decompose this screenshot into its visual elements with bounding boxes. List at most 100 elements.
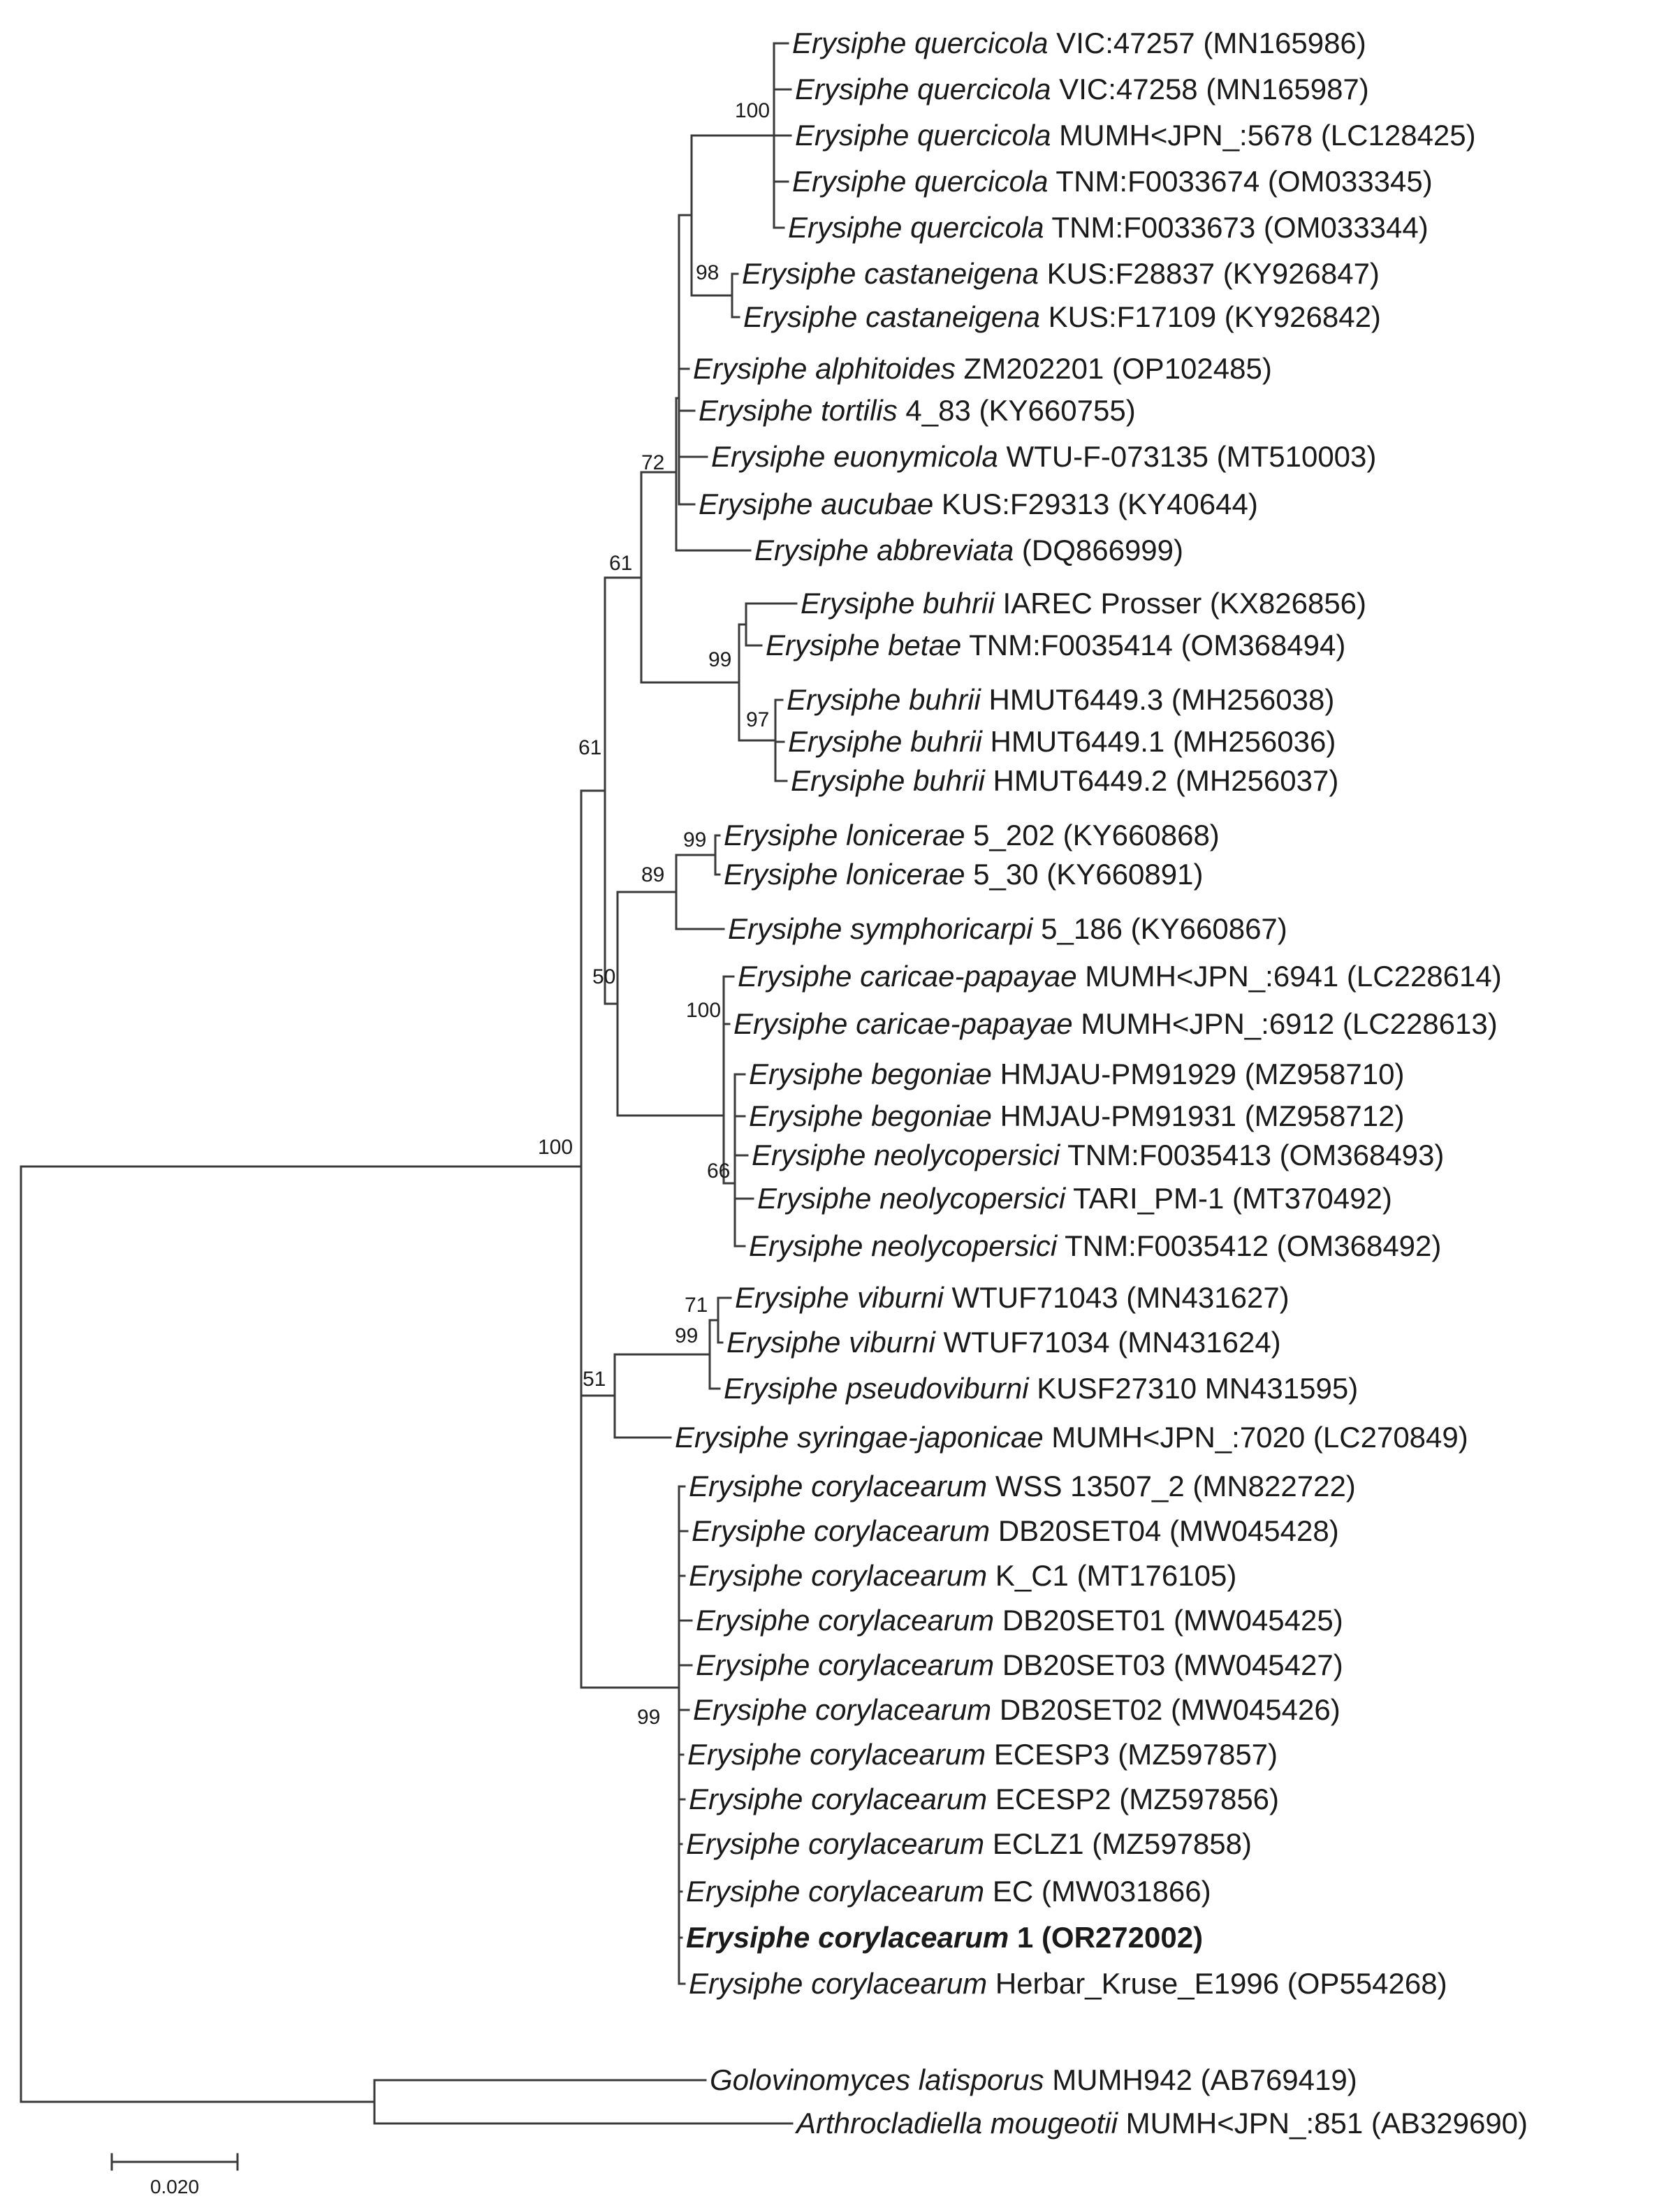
taxon-species-name: Erysiphe quercicola	[788, 211, 1044, 244]
taxon-label: Erysiphe quercicola VIC:47258 (MN165987)	[795, 73, 1369, 105]
bootstrap-value: 66	[707, 1160, 730, 1183]
taxon-species-name: Erysiphe neolycopersici	[757, 1182, 1067, 1215]
taxon-label: Erysiphe neolycopersici TARI_PM-1 (MT370…	[757, 1182, 1392, 1215]
taxon-label: Erysiphe corylacearum ECESP3 (MZ597857)	[687, 1738, 1278, 1771]
taxon-strain-accession: 5_30 (KY660891)	[965, 858, 1204, 891]
taxon-strain-accession: TNM:F0035413 (OM368493)	[1060, 1139, 1444, 1171]
taxon-species-name: Erysiphe aucubae	[699, 488, 933, 520]
taxon-species-name: Erysiphe viburni	[735, 1281, 944, 1314]
taxon-label: Erysiphe pseudoviburni KUSF27310 MN43159…	[724, 1372, 1358, 1405]
taxon-strain-accession: HMJAU-PM91931 (MZ958712)	[992, 1099, 1405, 1132]
taxon-strain-accession: HMUT6449.3 (MH256038)	[981, 683, 1335, 716]
taxon-species-name: Erysiphe corylacearum	[686, 1921, 1009, 1954]
taxon-label: Erysiphe abbreviata (DQ866999)	[754, 534, 1183, 566]
taxon-species-name: Erysiphe castaneigena	[742, 257, 1039, 290]
bootstrap-value: 98	[696, 261, 719, 284]
taxon-label: Erysiphe corylacearum DB20SET01 (MW04542…	[696, 1604, 1343, 1637]
taxon-strain-accession: HMUT6449.1 (MH256036)	[982, 725, 1336, 758]
taxon-strain-accession: DB20SET03 (MW045427)	[994, 1648, 1343, 1681]
taxon-labels: Erysiphe quercicola VIC:47257 (MN165986)…	[675, 27, 1528, 2140]
taxon-label: Erysiphe corylacearum ECLZ1 (MZ597858)	[686, 1827, 1252, 1860]
taxon-species-name: Erysiphe corylacearum	[692, 1514, 990, 1547]
taxon-species-name: Erysiphe corylacearum	[696, 1604, 994, 1637]
taxon-species-name: Erysiphe corylacearum	[689, 1967, 987, 2000]
taxon-species-name: Erysiphe buhrii	[788, 725, 983, 758]
bootstrap-value: 100	[538, 1136, 573, 1159]
taxon-label: Erysiphe buhrii HMUT6449.1 (MH256036)	[788, 725, 1336, 758]
taxon-strain-accession: HMUT6449.2 (MH256037)	[985, 764, 1339, 797]
taxon-species-name: Erysiphe buhrii	[791, 764, 986, 797]
taxon-label: Erysiphe symphoricarpi 5_186 (KY660867)	[728, 912, 1287, 945]
taxon-strain-accession: 5_202 (KY660868)	[965, 819, 1220, 851]
taxon-species-name: Erysiphe corylacearum	[689, 1559, 987, 1592]
taxon-species-name: Erysiphe caricae-papayae	[738, 960, 1077, 993]
taxon-strain-accession: K_C1 (MT176105)	[987, 1559, 1236, 1592]
bootstrap-value: 71	[685, 1294, 708, 1317]
taxon-strain-accession: MUMH<JPN_:851 (AB329690)	[1118, 2107, 1528, 2140]
taxon-species-name: Erysiphe begoniae	[749, 1058, 992, 1090]
taxon-species-name: Erysiphe corylacearum	[689, 1783, 987, 1815]
taxon-species-name: Erysiphe neolycopersici	[752, 1139, 1061, 1171]
bootstrap-value: 99	[675, 1324, 698, 1347]
taxon-label: Erysiphe caricae-papayae MUMH<JPN_:6912 …	[733, 1007, 1498, 1040]
taxon-species-name: Erysiphe corylacearum	[687, 1738, 986, 1771]
taxon-label: Erysiphe quercicola VIC:47257 (MN165986)	[792, 27, 1366, 59]
taxon-label: Erysiphe tortilis 4_83 (KY660755)	[699, 394, 1136, 427]
taxon-label: Erysiphe castaneigena KUS:F17109 (KY9268…	[743, 300, 1381, 333]
taxon-species-name: Erysiphe alphitoides	[693, 352, 956, 385]
taxon-species-name: Erysiphe tortilis	[699, 394, 898, 427]
bootstrap-value: 99	[637, 1706, 660, 1729]
bootstrap-value: 99	[683, 828, 706, 851]
taxon-label: Erysiphe lonicerae 5_202 (KY660868)	[724, 819, 1220, 851]
taxon-species-name: Erysiphe buhrii	[801, 587, 995, 620]
bootstrap-value: 99	[708, 648, 731, 671]
taxon-label: Erysiphe syringae-japonicae MUMH<JPN_:70…	[675, 1421, 1468, 1454]
taxon-strain-accession: 1 (OR272002)	[1009, 1921, 1203, 1954]
taxon-strain-accession: 5_186 (KY660867)	[1033, 912, 1287, 945]
bootstrap-value: 89	[641, 863, 664, 886]
taxon-strain-accession: MUMH942 (AB769419)	[1044, 2063, 1357, 2096]
taxon-species-name: Erysiphe lonicerae	[724, 819, 965, 851]
taxon-strain-accession: VIC:47257 (MN165986)	[1049, 27, 1366, 59]
taxon-label: Erysiphe corylacearum 1 (OR272002)	[686, 1921, 1203, 1954]
taxon-label: Erysiphe aucubae KUS:F29313 (KY40644)	[699, 488, 1258, 520]
taxon-label: Golovinomyces latisporus MUMH942 (AB7694…	[710, 2063, 1357, 2096]
taxon-species-name: Erysiphe castaneigena	[743, 300, 1040, 333]
taxon-strain-accession: 4_83 (KY660755)	[898, 394, 1136, 427]
taxon-label: Erysiphe neolycopersici TNM:F0035412 (OM…	[749, 1229, 1441, 1262]
bootstrap-value: 61	[609, 552, 632, 575]
taxon-strain-accession: EC (MW031866)	[984, 1875, 1211, 1908]
taxon-strain-accession: Herbar_Kruse_E1996 (OP554268)	[987, 1967, 1447, 2000]
taxon-strain-accession: ECESP2 (MZ597856)	[987, 1783, 1279, 1815]
taxon-species-name: Erysiphe viburni	[726, 1326, 936, 1359]
taxon-species-name: Erysiphe euonymicola	[711, 440, 998, 473]
taxon-strain-accession: DB20SET02 (MW045426)	[991, 1693, 1341, 1726]
taxon-label: Erysiphe buhrii IAREC Prosser (KX826856)	[801, 587, 1366, 620]
taxon-strain-accession: WTU-F-073135 (MT510003)	[998, 440, 1377, 473]
taxon-label: Erysiphe alphitoides ZM202201 (OP102485)	[693, 352, 1272, 385]
taxon-species-name: Erysiphe quercicola	[792, 27, 1049, 59]
taxon-label: Erysiphe buhrii HMUT6449.3 (MH256038)	[787, 683, 1334, 716]
taxon-species-name: Erysiphe pseudoviburni	[724, 1372, 1030, 1405]
taxon-strain-accession: ECESP3 (MZ597857)	[986, 1738, 1278, 1771]
taxon-label: Erysiphe neolycopersici TNM:F0035413 (OM…	[752, 1139, 1444, 1171]
taxon-label: Erysiphe begoniae HMJAU-PM91931 (MZ95871…	[749, 1099, 1404, 1132]
taxon-label: Erysiphe corylacearum Herbar_Kruse_E1996…	[689, 1967, 1447, 2000]
taxon-strain-accession: WTUF71034 (MN431624)	[935, 1326, 1281, 1359]
taxon-species-name: Erysiphe begoniae	[749, 1099, 992, 1132]
taxon-species-name: Erysiphe syringae-japonicae	[675, 1421, 1044, 1454]
taxon-label: Erysiphe quercicola MUMH<JPN_:5678 (LC12…	[795, 119, 1476, 152]
taxon-label: Erysiphe caricae-papayae MUMH<JPN_:6941 …	[738, 960, 1502, 993]
bootstrap-value: 51	[583, 1368, 606, 1391]
taxon-label: Erysiphe corylacearum DB20SET04 (MW04542…	[692, 1514, 1339, 1547]
taxon-strain-accession: KUS:F29313 (KY40644)	[933, 488, 1258, 520]
taxon-species-name: Erysiphe abbreviata	[754, 534, 1014, 566]
bootstrap-value: 50	[592, 965, 615, 988]
taxon-label: Erysiphe begoniae HMJAU-PM91929 (MZ95871…	[749, 1058, 1404, 1090]
bootstrap-value: 97	[746, 708, 769, 731]
taxon-strain-accession: MUMH<JPN_:6941 (LC228614)	[1077, 960, 1502, 993]
taxon-label: Arthrocladiella mougeotii MUMH<JPN_:851 …	[794, 2107, 1528, 2140]
taxon-strain-accession: ZM202201 (OP102485)	[956, 352, 1272, 385]
taxon-label: Erysiphe viburni WTUF71034 (MN431624)	[726, 1326, 1281, 1359]
